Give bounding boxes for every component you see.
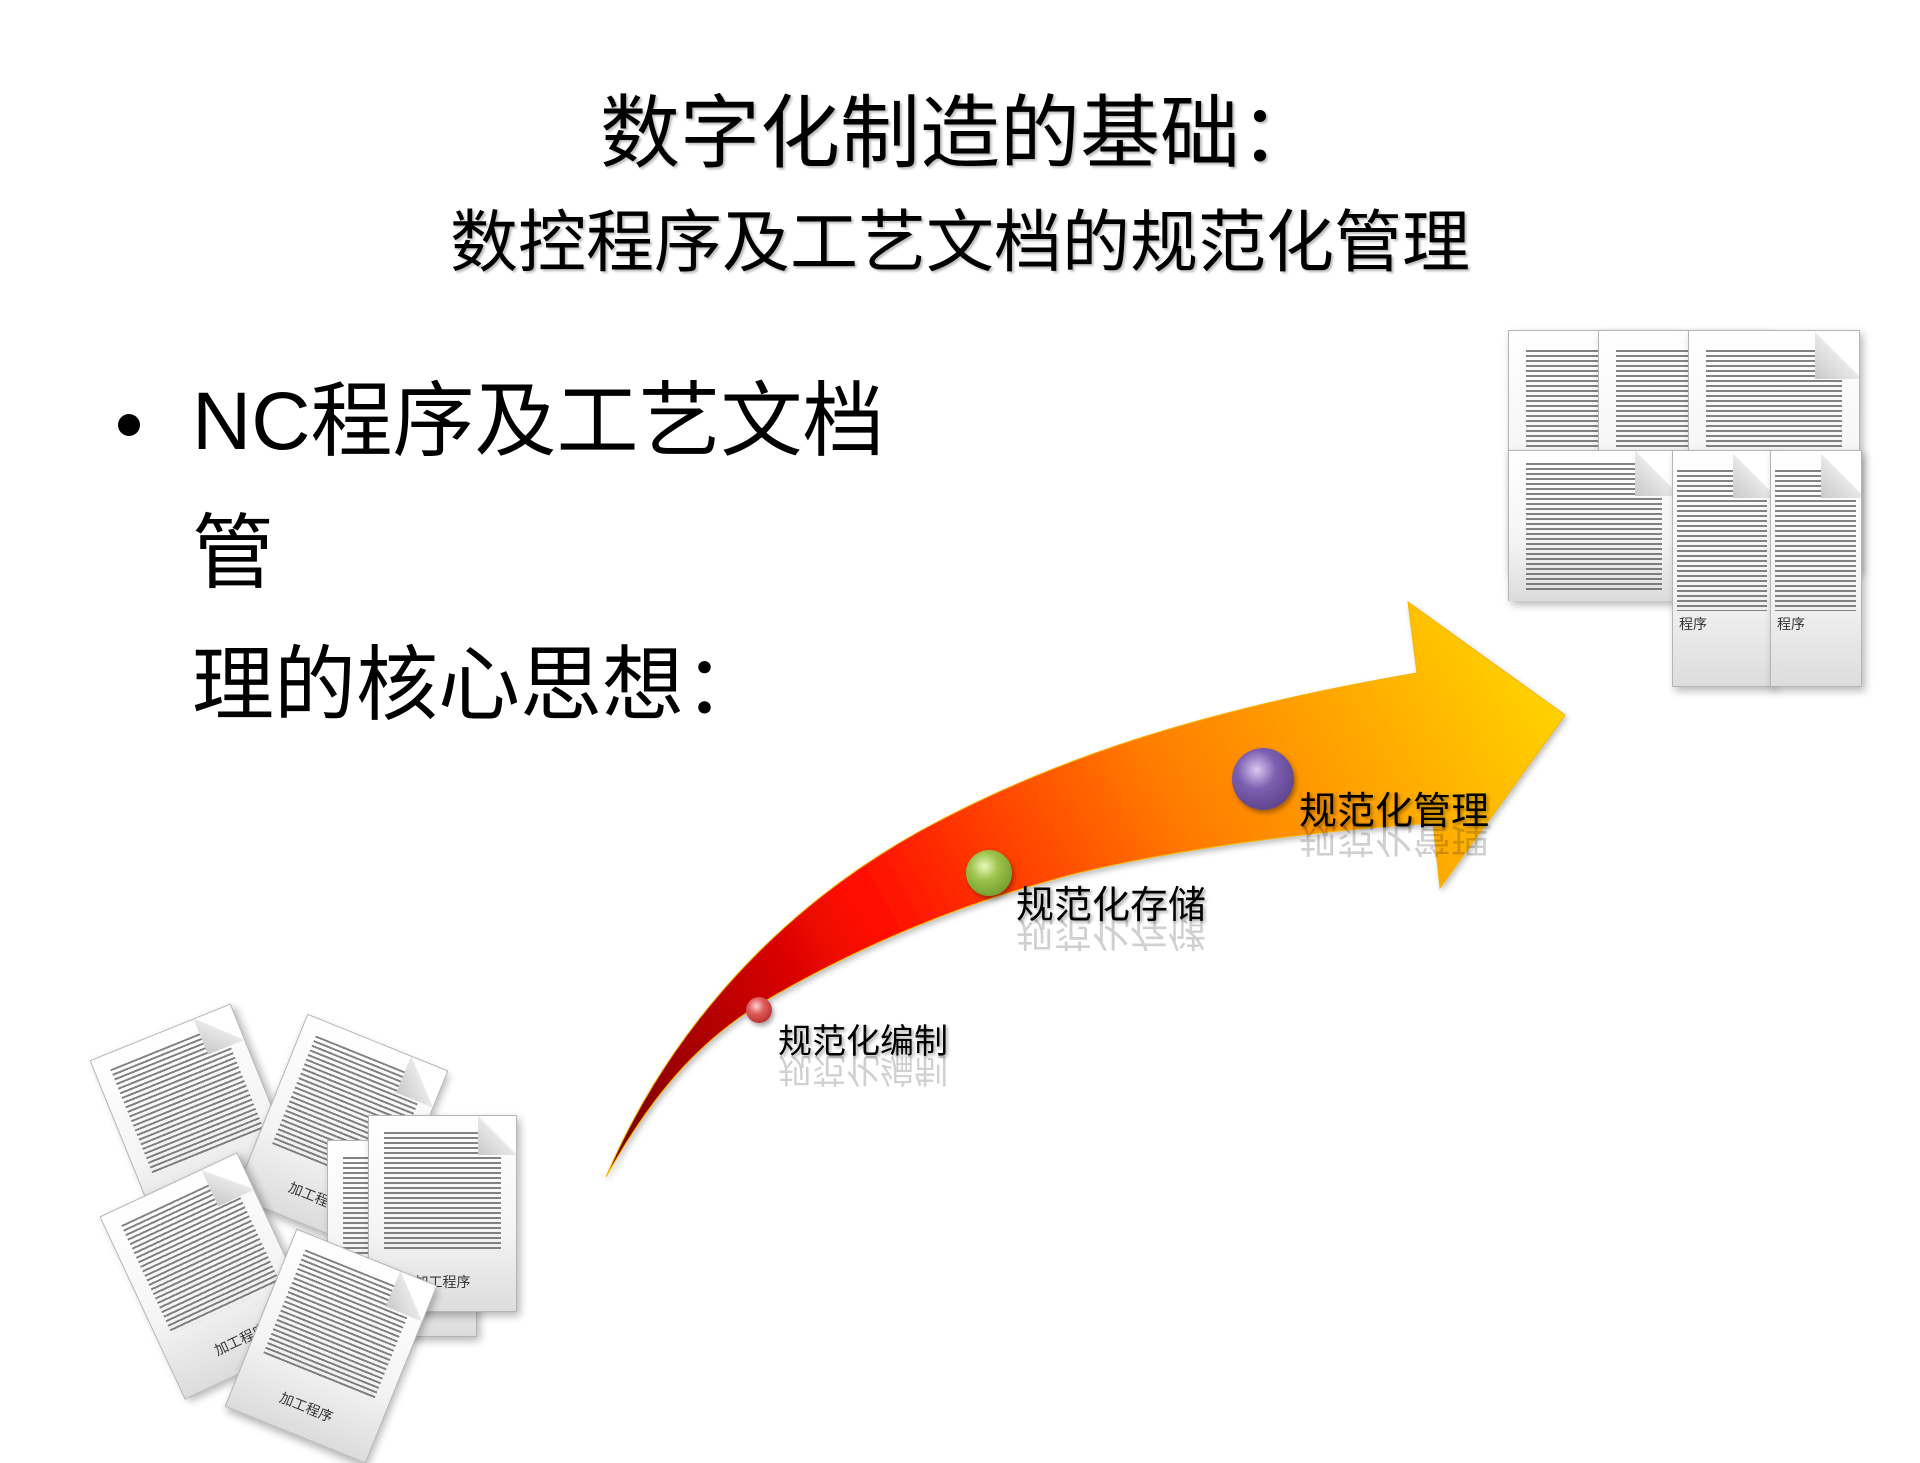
bullet-text-line2: 理的核心思想：	[192, 638, 767, 733]
stage-label-storage: 规范化存储	[1016, 874, 1206, 929]
slide-subtitle: 数控程序及工艺文档的规范化管理	[449, 204, 1470, 283]
document-icon: 程序	[1672, 450, 1774, 687]
purple-sphere-icon	[1232, 748, 1294, 810]
bullet-dot-icon	[118, 414, 140, 436]
slide-title: 数字化制造的基础：	[600, 87, 1320, 180]
organized-document-stack-icon: 程序 程序	[1500, 325, 1870, 695]
green-sphere-icon	[966, 850, 1012, 896]
stage-label-management: 规范化管理	[1299, 780, 1489, 835]
scattered-documents-icon: 加工程序 加工程序 加工程序 加工程序 加工程序 加工程序	[89, 1000, 540, 1463]
bullet-text-line1: 程序及工艺文档管	[192, 374, 885, 601]
red-sphere-icon	[746, 997, 772, 1023]
stage-label-compile: 规范化编制	[778, 1014, 948, 1063]
document-icon: 程序	[1770, 450, 1862, 687]
bullet-text-latin: NC	[192, 376, 311, 467]
document-icon	[1508, 450, 1680, 601]
bullet-text: NC程序及工艺文档管 理的核心思想：	[192, 356, 912, 752]
